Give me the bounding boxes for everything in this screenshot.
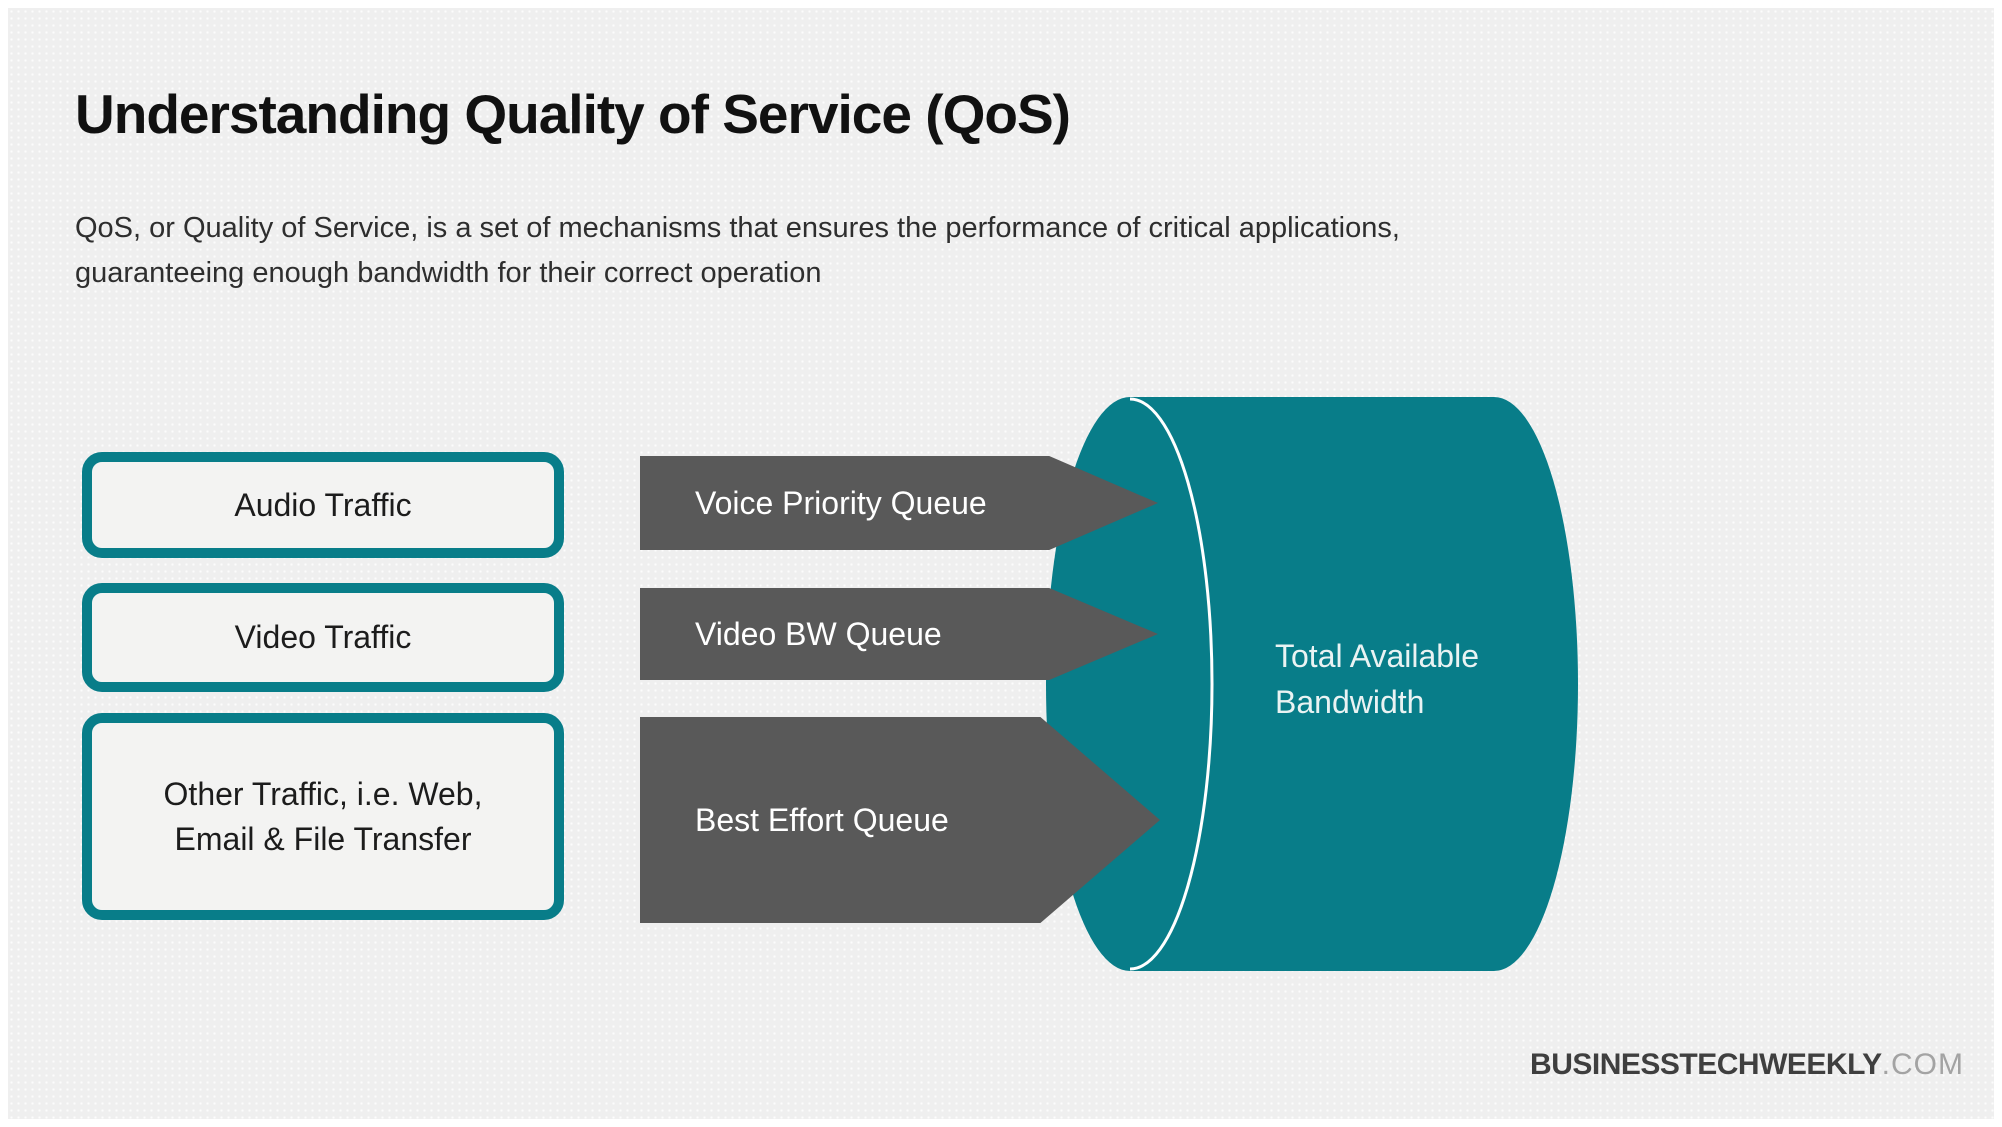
queue-arrow-best-effort-label: Best Effort Queue [695, 801, 949, 838]
bandwidth-cylinder [1046, 397, 1578, 971]
subtitle: QoS, or Quality of Service, is a set of … [75, 206, 1400, 296]
cylinder-label: Total Available Bandwidth [1275, 633, 1479, 725]
branding-logo: BUSINESSTECHWEEKLY.COM [1530, 1048, 1964, 1082]
branding-tld: .COM [1881, 1048, 1964, 1081]
traffic-box-video: Video Traffic [82, 583, 564, 692]
queue-arrow-video: Video BW Queue [640, 588, 1158, 680]
queue-arrow-best-effort: Best Effort Queue [640, 717, 1160, 923]
cylinder-label-line-1: Total Available [1275, 638, 1479, 674]
traffic-box-audio: Audio Traffic [82, 452, 564, 558]
subtitle-line-2: guaranteeing enough bandwidth for their … [75, 257, 822, 289]
slide-background: Understanding Quality of Service (QoS) Q… [8, 8, 1994, 1119]
traffic-box-other-label: Other Traffic, i.e. Web, Email & File Tr… [164, 772, 483, 862]
traffic-box-other-label-line-2: Email & File Transfer [174, 820, 472, 857]
queue-arrow-voice-label: Voice Priority Queue [695, 484, 987, 521]
traffic-box-other: Other Traffic, i.e. Web, Email & File Tr… [82, 713, 564, 920]
traffic-box-video-label: Video Traffic [234, 619, 412, 655]
cylinder-body [1130, 397, 1578, 971]
subtitle-line-1: QoS, or Quality of Service, is a set of … [75, 212, 1400, 244]
cylinder-label-line-2: Bandwidth [1275, 684, 1425, 720]
queue-arrow-voice: Voice Priority Queue [640, 456, 1158, 550]
traffic-box-audio-label: Audio Traffic [234, 486, 412, 523]
traffic-box-other-label-line-1: Other Traffic, i.e. Web, [163, 775, 483, 812]
cylinder-cap-outline [1129, 397, 1214, 971]
page-title: Understanding Quality of Service (QoS) [75, 83, 1071, 145]
branding-name: BUSINESSTECHWEEKLY [1530, 1048, 1882, 1081]
queue-arrow-video-label: Video BW Queue [695, 615, 942, 652]
